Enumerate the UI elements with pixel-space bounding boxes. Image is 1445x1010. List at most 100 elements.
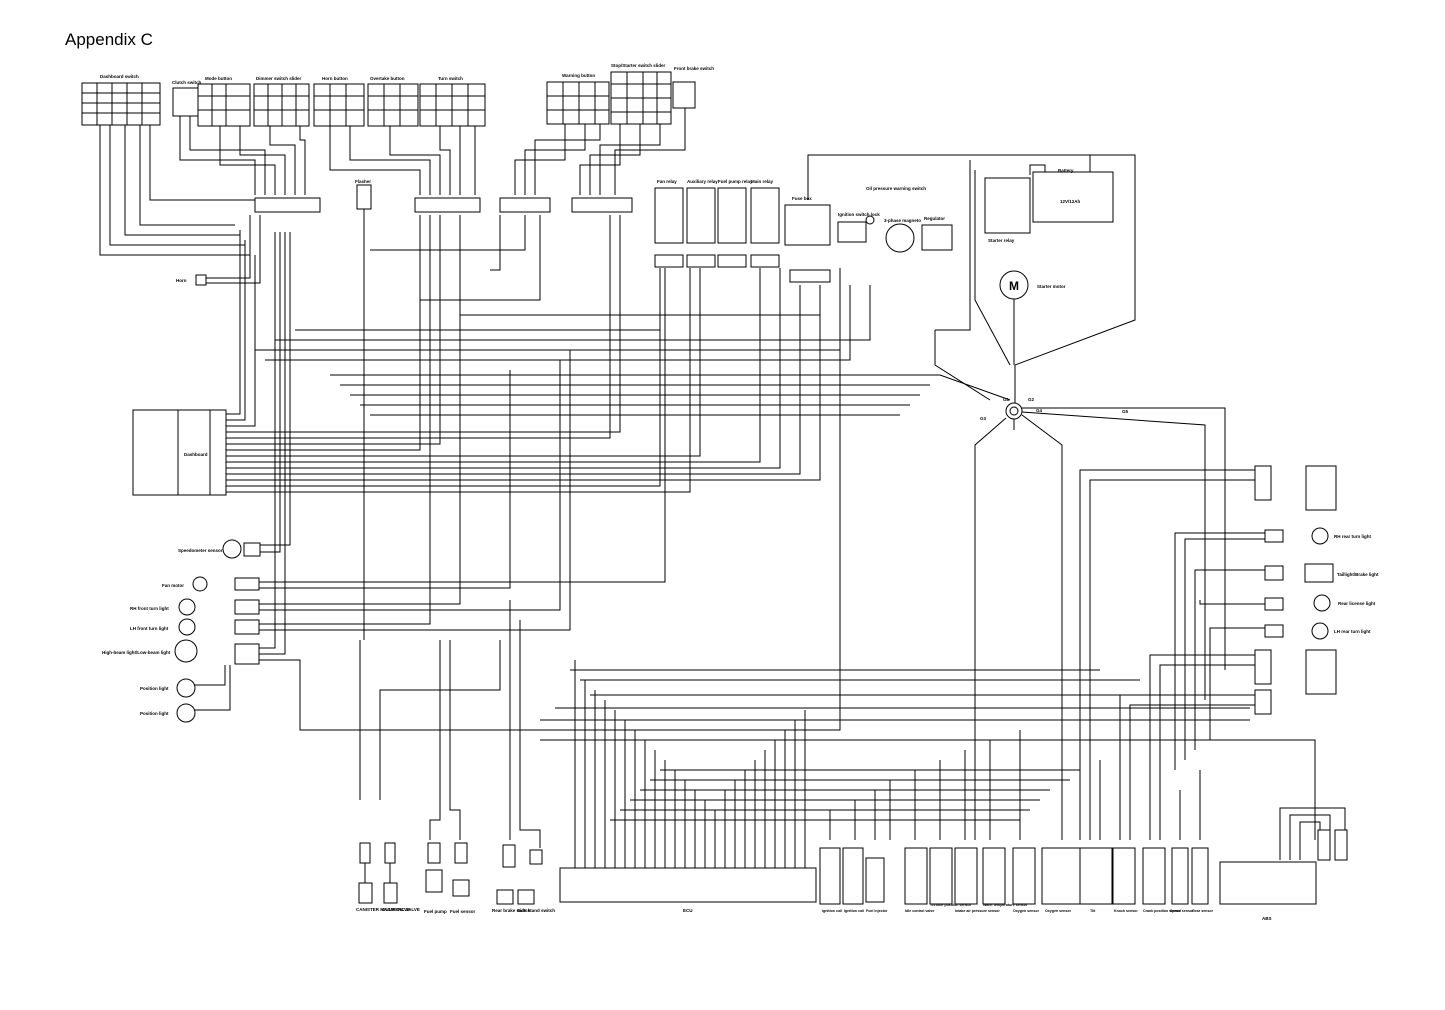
- rh-rear-turn-label: RH rear turn light: [1334, 534, 1372, 539]
- ecu: ECU: [559, 867, 817, 913]
- dashboard-label: Dashboard: [184, 452, 208, 457]
- fuse-box-label: Fuse box: [792, 196, 812, 201]
- abs-module: ABS: [1219, 807, 1348, 921]
- fuse-box: Fuse box: [784, 196, 831, 283]
- front-brake-switch: Front brake switch: [672, 66, 714, 109]
- ignition-lock-label: Ignition switch lock: [838, 212, 880, 217]
- svg-text:Intake air pressure sensor: Intake air pressure sensor: [955, 909, 1000, 913]
- svg-text:Ignition coil: Ignition coil: [844, 909, 864, 913]
- svg-text:Oxygen sensor: Oxygen sensor: [1045, 909, 1072, 913]
- stop-starter-switch: Stop/Starter switch slider: [610, 63, 672, 125]
- ecu-sensor-row: Ignition coil Ignition coil Fuel injecto…: [819, 847, 1214, 913]
- speed-sensor-label: Speedometer sensor: [178, 548, 223, 553]
- svg-text:Knock sensor: Knock sensor: [1114, 909, 1138, 913]
- lh-front-turn: LH front turn light: [130, 215, 571, 636]
- turn-switch: Turn switch: [419, 76, 486, 127]
- rh-rear-turn: RH rear turn light: [1174, 527, 1372, 770]
- gulp-valve: GULP VALVE: [382, 842, 410, 912]
- mode-button-label: Mode button: [205, 76, 232, 81]
- canister-valve: CANISTER MAGNETIC VALVE: [356, 842, 420, 912]
- dimmer-switch-label: Dimmer switch slider: [256, 76, 302, 81]
- svg-text:G1: G1: [1003, 397, 1010, 402]
- svg-text:Speed sensor: Speed sensor: [1170, 909, 1194, 913]
- dashboard-switch: Dashboard switch: [81, 74, 161, 126]
- svg-text:G2: G2: [1028, 397, 1035, 402]
- license-light: Rear license light: [1199, 594, 1376, 612]
- fan-motor: Fan motor: [162, 268, 666, 592]
- turn-switch-label: Turn switch: [438, 76, 463, 81]
- page-title: Appendix C: [65, 30, 153, 49]
- horn-button-label: Horn button: [322, 76, 348, 81]
- ecu-label: ECU: [683, 908, 693, 913]
- rear-brake-label: Rear brake switch: [492, 908, 531, 913]
- connectors-top: [254, 197, 633, 213]
- rear-connector-bottom: [1079, 469, 1337, 840]
- side-stand-label: Side stand switch: [517, 908, 555, 913]
- horn-label: Horn: [176, 278, 187, 283]
- overtake-button-label: Overtake button: [370, 76, 405, 81]
- battery-label: Battery: [1058, 168, 1074, 173]
- battery-spec: 12V/12Ah: [1060, 199, 1081, 204]
- svg-text:Gear sensor: Gear sensor: [1192, 909, 1214, 913]
- abs-label: ABS: [1262, 916, 1272, 921]
- headlight-label: High-beam light/Low-beam light: [102, 650, 171, 655]
- mode-button: Mode button: [197, 76, 251, 127]
- position-light-1-label: Position light: [140, 686, 169, 691]
- license-light-label: Rear license light: [1338, 601, 1376, 606]
- overtake-button: Overtake button: [367, 76, 419, 127]
- dimmer-switch: Dimmer switch slider: [253, 76, 310, 127]
- warning-button-label: Warning button: [562, 73, 595, 78]
- canister-label: CANISTER MAGNETIC VALVE: [356, 907, 420, 912]
- svg-text:G3: G3: [980, 416, 987, 421]
- dashboard-switch-label: Dashboard switch: [100, 74, 139, 79]
- fuel-sensor: Fuel sensor: [450, 842, 476, 914]
- horn-button: Horn button: [313, 76, 365, 127]
- lh-rear-turn: LH rear turn light: [1209, 622, 1371, 740]
- rear-connector-top: [1254, 465, 1337, 511]
- svg-text:Oxygen sensor: Oxygen sensor: [1013, 909, 1040, 913]
- starter-relay: Starter relay: [935, 160, 1031, 366]
- oil-pressure-label: Oil pressure warning switch: [866, 186, 926, 191]
- svg-text:Water temperature sensor: Water temperature sensor: [983, 903, 1028, 907]
- tail-brake-label: Taillight/Brake light: [1337, 572, 1379, 577]
- front-brake-label: Front brake switch: [674, 66, 714, 71]
- fuel-sensor-label: Fuel sensor: [450, 909, 476, 914]
- svg-text:Throttle position sensor: Throttle position sensor: [930, 903, 972, 907]
- oil-pressure-switch: Oil pressure warning switch: [865, 186, 926, 225]
- fuel-pump-label: Fuel pump: [424, 909, 447, 914]
- ecu-bundle: [574, 660, 1201, 870]
- aux-relay-label: Auxiliary relay: [687, 179, 718, 184]
- motor-symbol: M: [1009, 279, 1019, 293]
- svg-text:Fuel injector: Fuel injector: [866, 909, 888, 913]
- svg-text:G5: G5: [1122, 409, 1129, 414]
- rear-brake-switch: Rear brake switch: [492, 844, 531, 913]
- tail-brake-light: Taillight/Brake light: [1194, 563, 1379, 750]
- magneto-label: 3-phase magneto: [884, 218, 921, 223]
- speed-sensor: Speedometer sensor: [178, 232, 291, 559]
- regulator-label: Regulator: [924, 216, 945, 221]
- position-light-2-label: Position light: [140, 711, 169, 716]
- svg-text:Ignition coil: Ignition coil: [822, 909, 842, 913]
- fuel-pump: Fuel pump: [424, 842, 447, 914]
- position-light-2: Position light: [140, 665, 231, 723]
- regulator: Regulator: [921, 216, 953, 251]
- magneto: 3-phase magneto: [884, 218, 921, 253]
- dashboard-bus: [226, 215, 821, 493]
- dashboard: Dashboard: [132, 409, 227, 496]
- clutch-switch-label: Clutch switch: [172, 80, 202, 85]
- fan-relay-label: Fan relay: [657, 179, 677, 184]
- side-stand-switch: Side stand switch: [517, 849, 555, 913]
- main-relay-label: Main relay: [751, 179, 774, 184]
- gulp-valve-label: GULP VALVE: [382, 907, 410, 912]
- relays: Fan relay Auxiliary relay Fuel pump rela…: [654, 179, 780, 268]
- lh-rear-turn-label: LH rear turn light: [1334, 629, 1371, 634]
- starter-relay-label: Starter relay: [988, 238, 1015, 243]
- starter-motor-label: Starter motor: [1037, 284, 1066, 289]
- starter-motor: M Starter motor: [999, 270, 1066, 300]
- main-harness: [255, 215, 1316, 848]
- fan-motor-label: Fan motor: [162, 583, 184, 588]
- svg-text:Idle control valve: Idle control valve: [905, 909, 934, 913]
- svg-text:Crank position sensor: Crank position sensor: [1143, 909, 1182, 913]
- clutch-switch: Clutch switch: [172, 80, 202, 117]
